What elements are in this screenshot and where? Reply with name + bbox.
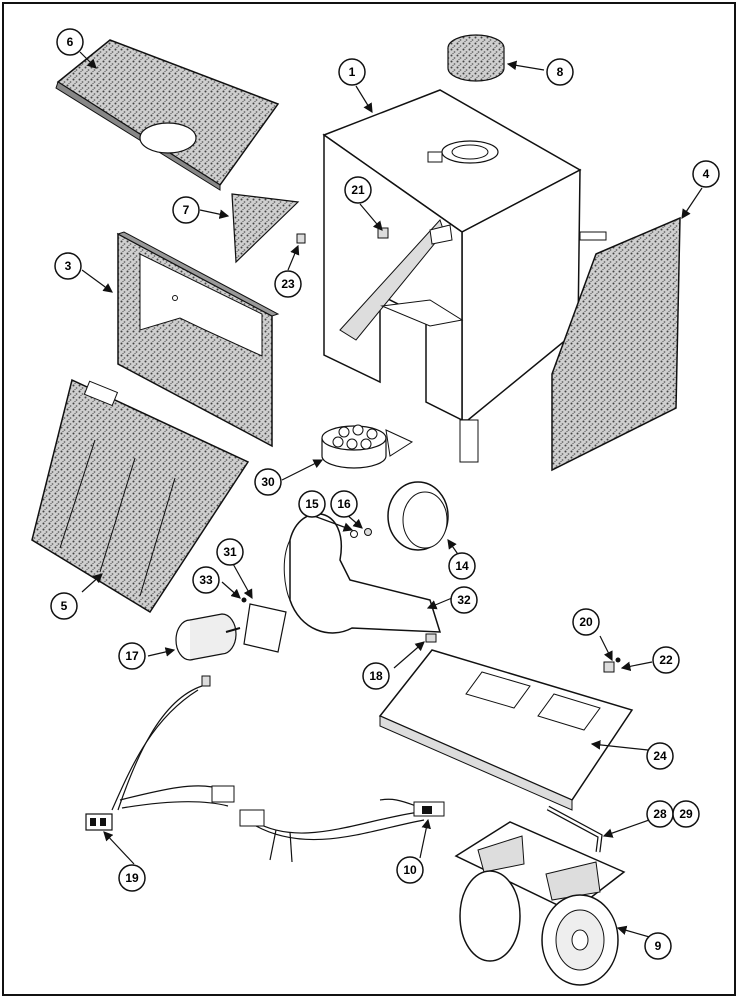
callout-32: 32 [450, 586, 478, 614]
callout-label: 22 [659, 653, 673, 667]
callout-label: 33 [199, 573, 213, 587]
right-foam-panel [551, 216, 681, 472]
callout-label: 8 [557, 65, 564, 79]
leader-lines [79, 51, 703, 941]
callout-1: 1 [338, 58, 366, 86]
tray-24 [378, 649, 634, 811]
l-bracket [546, 805, 603, 853]
callout-16: 16 [330, 490, 358, 518]
blower-motor [175, 613, 241, 687]
callout-10: 10 [396, 856, 424, 884]
callout-label: 18 [369, 669, 383, 683]
callout-label: 28 [653, 807, 667, 821]
callout-label: 24 [653, 749, 667, 763]
callout-15: 15 [298, 490, 326, 518]
outlet-adapter [321, 424, 414, 469]
callout-label: 15 [305, 497, 319, 511]
fasteners-15-16 [350, 528, 372, 538]
callout-label: 23 [281, 277, 295, 291]
callout-19: 19 [118, 864, 146, 892]
callout-5: 5 [50, 592, 78, 620]
wiring-harness [111, 685, 425, 863]
callout-8: 8 [546, 58, 574, 86]
bottom-foam-pad [31, 378, 250, 614]
callout-3: 3 [54, 252, 82, 280]
callout-label: 29 [679, 807, 693, 821]
side-foam-panel [116, 231, 280, 448]
callout-label: 3 [65, 259, 72, 273]
callout-30: 30 [254, 468, 282, 496]
blower-ring [387, 481, 449, 551]
callout-18: 18 [362, 662, 390, 690]
callout-24: 24 [646, 742, 674, 770]
callout-label: 19 [125, 871, 139, 885]
callout-20: 20 [572, 608, 600, 636]
triangular-pad [231, 193, 300, 264]
callout-7: 7 [172, 196, 200, 224]
callout-23: 23 [274, 270, 302, 298]
clip-23 [296, 233, 306, 244]
callout-6: 6 [56, 28, 84, 56]
callout-label: 21 [351, 183, 365, 197]
callout-label: 5 [61, 599, 68, 613]
main-housing [322, 89, 607, 463]
callout-label: 9 [655, 939, 662, 953]
clip-20-22 [603, 657, 621, 673]
callout-label: 16 [337, 497, 351, 511]
callout-label: 17 [125, 649, 139, 663]
callout-label: 7 [183, 203, 190, 217]
callout-17: 17 [118, 642, 146, 670]
connectors [85, 785, 445, 831]
callout-label: 32 [457, 593, 471, 607]
callout-29: 29 [672, 800, 700, 828]
callout-33: 33 [192, 566, 220, 594]
callout-label: 1 [349, 65, 356, 79]
callout-9: 9 [644, 932, 672, 960]
callout-label: 6 [67, 35, 74, 49]
callout-label: 20 [579, 615, 593, 629]
callout-4: 4 [692, 160, 720, 188]
callout-31: 31 [216, 538, 244, 566]
callout-label: 30 [261, 475, 275, 489]
callouts: 1 3 4 5 6 7 8 9 10 14 15 16 17 18 19 20 21 22 23 24 28 29 30 31… [50, 28, 720, 960]
callout-label: 4 [703, 167, 710, 181]
callout-label: 10 [403, 863, 417, 877]
foam-pad-top [55, 39, 280, 191]
callout-14: 14 [448, 552, 476, 580]
callout-label: 31 [223, 545, 237, 559]
callout-21: 21 [344, 176, 372, 204]
callout-label: 14 [455, 559, 469, 573]
callout-28: 28 [646, 800, 674, 828]
callout-22: 22 [652, 646, 680, 674]
round-filter [447, 34, 505, 82]
twin-blower [454, 821, 626, 986]
